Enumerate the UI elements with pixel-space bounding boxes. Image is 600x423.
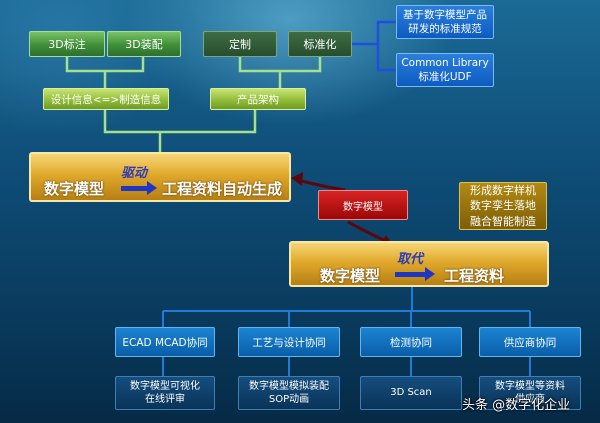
node-standards-spec: 基于数字模型产品 研发的标准规范	[396, 5, 494, 39]
outcome-line3: 融合智能制造	[470, 214, 536, 228]
supplier-label: 供应商协同	[503, 336, 557, 349]
node-3d-assembly: 3D装配	[107, 31, 181, 57]
drive-arrow-icon	[121, 181, 157, 195]
node-design-manufacturing: 设计信息<=>制造信息	[43, 88, 169, 110]
product-architecture-label: 产品架构	[237, 93, 279, 106]
connector-standards-bracket	[376, 20, 396, 72]
design-manufacturing-label: 设计信息<=>制造信息	[50, 93, 162, 106]
node-supplier: 供应商协同	[479, 327, 581, 357]
visualization-line2: 在线评审	[145, 394, 185, 405]
drive-right-label: 工程资料自动生成	[162, 180, 283, 198]
supplier-data-line1: 数字模型等资料	[495, 380, 565, 392]
red-box-label: 数字模型	[343, 201, 383, 213]
common-library-line2: 标准化UDF	[418, 71, 472, 83]
process-design-label: 工艺与设计协同	[252, 336, 326, 349]
node-3d-assembly-label: 3D装配	[125, 38, 163, 51]
supplier-data-line2: 供应商	[515, 394, 545, 405]
visualization-line1: 数字模型可视化	[130, 380, 200, 392]
node-custom-label: 定制	[229, 38, 251, 51]
node-ecad-mcad: ECAD MCAD协同	[115, 327, 215, 357]
standards-spec-line2: 研发的标准规范	[408, 23, 482, 35]
replace-arrow-icon	[395, 267, 435, 281]
replace-right-label: 工程资料	[444, 267, 505, 285]
drive-verb: 驱动	[121, 166, 148, 181]
node-standardize: 标准化	[288, 31, 352, 57]
node-inspection: 检测协同	[360, 327, 462, 357]
watermark: 头条 @数字化企业	[462, 398, 571, 413]
outcome-line2: 数字孪生落地	[470, 199, 536, 213]
node-simulated-assembly: 数字模型模拟装配 SOP动画	[238, 376, 340, 410]
node-digital-model-red: 数字模型	[318, 190, 408, 220]
node-process-design: 工艺与设计协同	[238, 327, 340, 357]
node-visualization: 数字模型可视化 在线评审	[115, 376, 215, 410]
feedback-arrow-up	[297, 178, 346, 192]
node-model-drives-docs: 数字模型 驱动 工程资料自动生成	[29, 152, 291, 202]
outcome-line1: 形成数字样机	[470, 183, 536, 197]
top-connectors	[65, 56, 322, 152]
replace-left-label: 数字模型	[320, 267, 381, 285]
node-standardize-label: 标准化	[303, 38, 337, 51]
simulated-assembly-line1: 数字模型模拟装配	[249, 380, 329, 392]
bottom-connectors	[162, 287, 531, 376]
node-3d-annotation: 3D标注	[29, 31, 105, 57]
common-library-line1: Common Library	[401, 56, 489, 69]
node-model-replaces-docs: 数字模型 取代 工程资料	[289, 241, 549, 287]
standards-spec-line1: 基于数字模型产品	[403, 8, 487, 21]
feedback-arrow-up-head	[291, 172, 303, 186]
node-common-library: Common Library 标准化UDF	[396, 53, 494, 87]
node-outcomes: 形成数字样机 数字孪生落地 融合智能制造	[459, 182, 547, 230]
3d-scan-label: 3D Scan	[390, 387, 432, 399]
node-custom: 定制	[203, 31, 277, 57]
node-supplier-data: 数字模型等资料 供应商	[479, 376, 581, 410]
node-3d-scan: 3D Scan	[360, 376, 462, 410]
connector-middle-to-drive	[103, 110, 257, 134]
connector-custom-to-arch	[238, 56, 322, 73]
feedback-arrow-down	[347, 220, 387, 243]
replace-verb: 取代	[397, 252, 424, 267]
inspection-label: 检测协同	[390, 336, 432, 349]
node-product-architecture: 产品架构	[210, 88, 306, 110]
ecad-mcad-label: ECAD MCAD协同	[122, 336, 208, 349]
simulated-assembly-line2: SOP动画	[268, 394, 310, 405]
node-3d-annotation-label: 3D标注	[48, 38, 86, 51]
standard-connectors	[352, 20, 396, 72]
connector-3d-to-design	[65, 56, 145, 73]
drive-left-label: 数字模型	[44, 180, 105, 198]
